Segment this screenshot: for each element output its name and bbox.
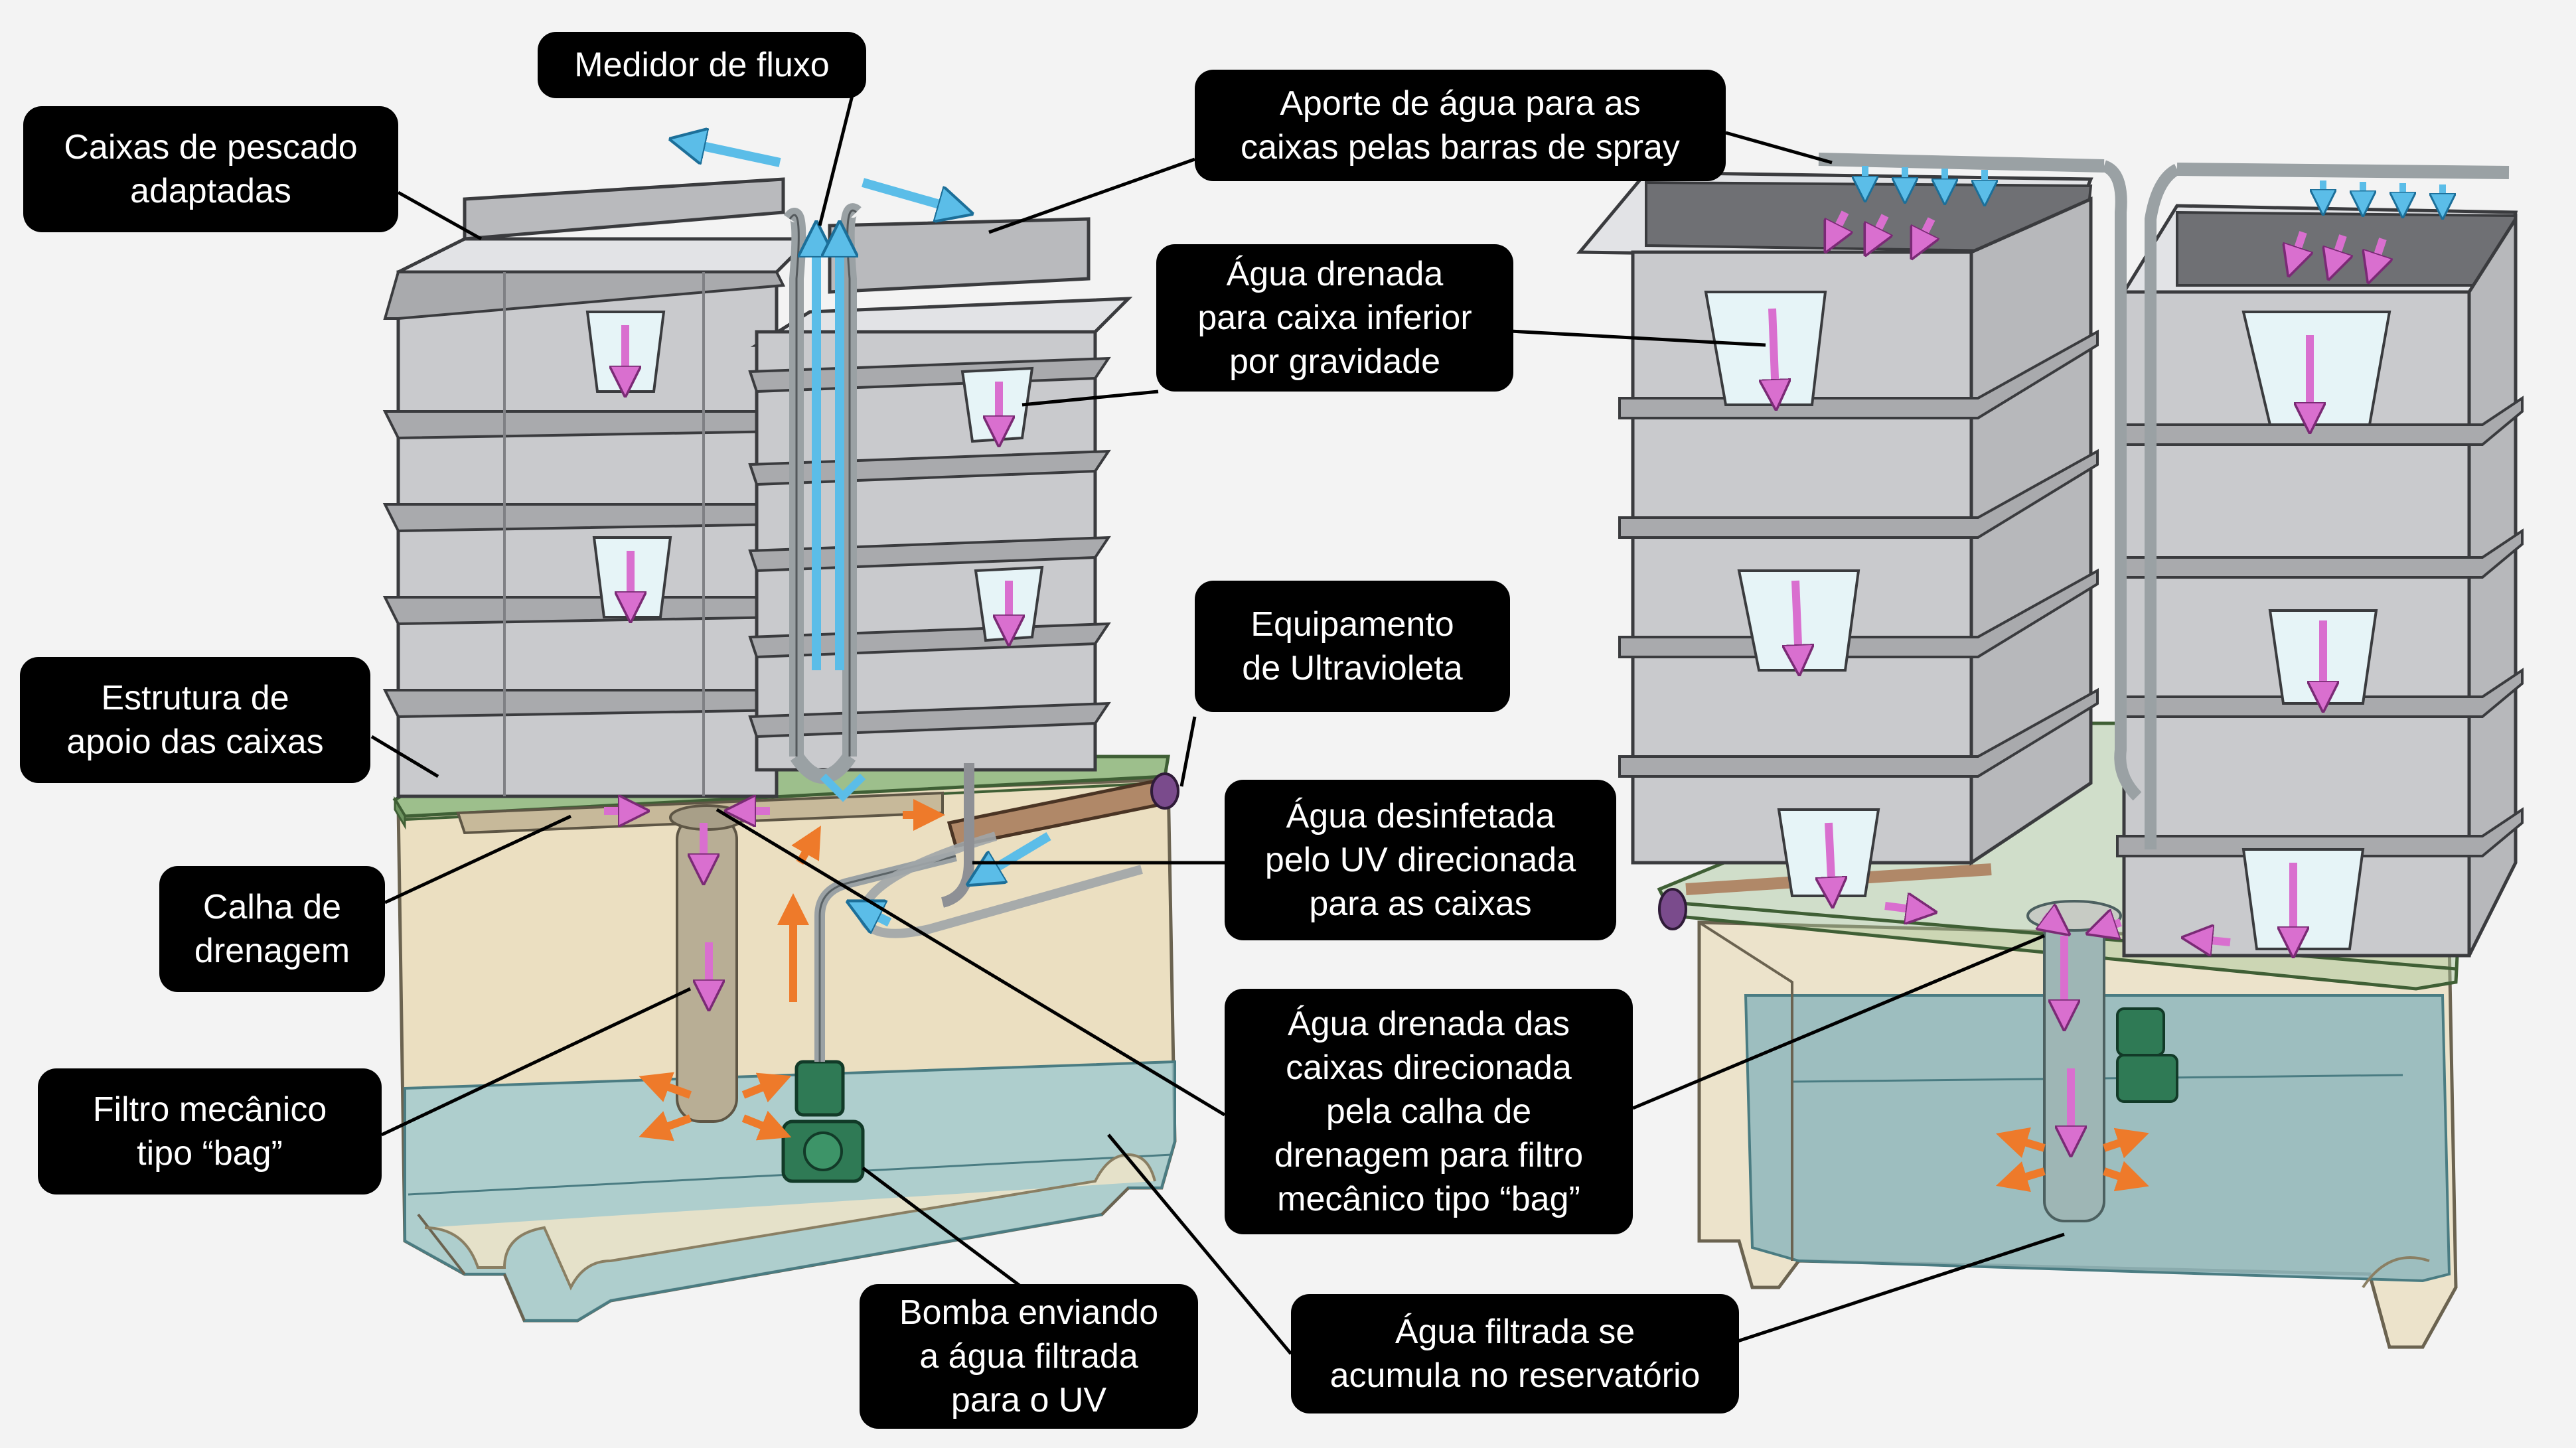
label-filtro-mecanico: Filtro mecânico tipo “bag”	[38, 1068, 382, 1195]
label-equipamento-uv: Equipamento de Ultravioleta	[1195, 581, 1510, 712]
fish-box-stack-right-system-1	[1580, 159, 2104, 896]
reservoir-tank-left	[398, 780, 1175, 1321]
label-calha-drenagem: Calha de drenagem	[159, 866, 385, 992]
fish-box-stack-right-system-2	[2117, 169, 2522, 956]
left-system	[385, 143, 1178, 1321]
label-bomba: Bomba enviando a água filtrada para o UV	[860, 1284, 1198, 1429]
label-agua-drenada-calha: Água drenada das caixas direcionada pela…	[1225, 989, 1633, 1234]
label-agua-drenada-gravidade: Água drenada para caixa inferior por gra…	[1156, 244, 1513, 392]
label-agua-filtrada: Água filtrada se acumula no reservatório	[1291, 1294, 1739, 1413]
label-aporte-agua: Aporte de água para as caixas pelas barr…	[1195, 70, 1726, 181]
leader-aporte-left	[989, 159, 1195, 232]
leader-uv	[1181, 717, 1195, 786]
fish-box-stack-left	[385, 179, 810, 796]
right-system	[1580, 159, 2522, 1347]
label-medidor-fluxo: Medidor de fluxo	[538, 32, 866, 98]
label-agua-desinfetada: Água desinfetada pelo UV direcionada par…	[1225, 780, 1616, 940]
label-estrutura-apoio: Estrutura de apoio das caixas	[20, 657, 370, 783]
label-caixas-pescado: Caixas de pescado adaptadas	[23, 106, 398, 232]
leader-aporte-right	[1726, 133, 1832, 163]
